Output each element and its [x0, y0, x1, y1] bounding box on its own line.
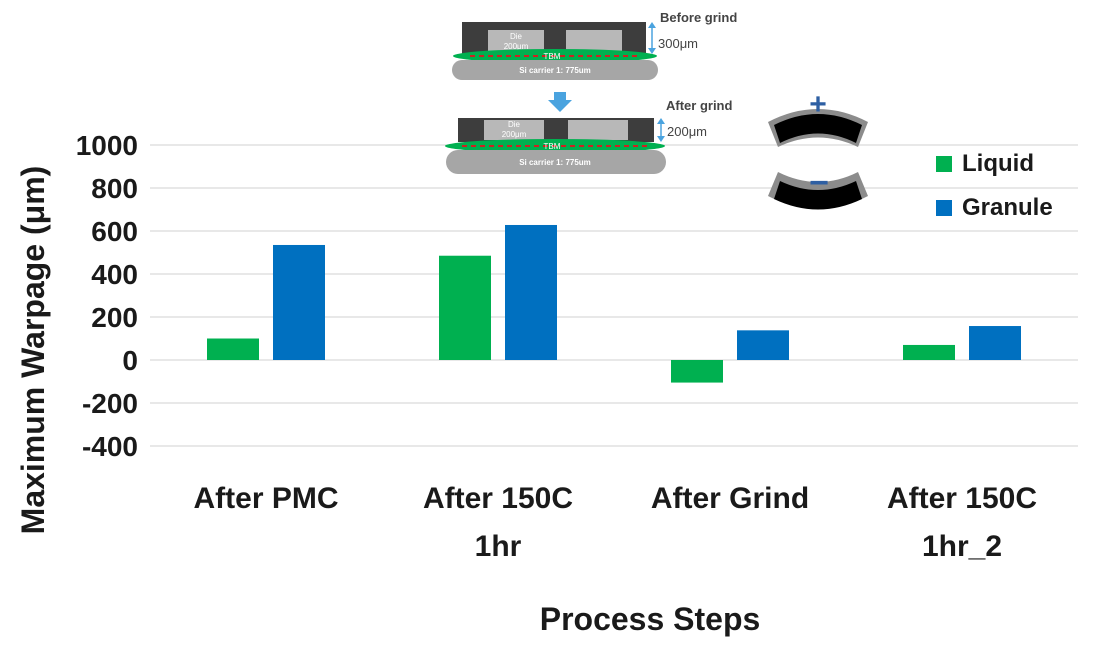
- thickness-arrow-up: [648, 22, 656, 28]
- after-thickness: 200μm: [667, 124, 707, 139]
- bar-granule-1: [273, 244, 325, 360]
- legend-swatch-liquid: [936, 156, 952, 172]
- y-tick-label: -400: [82, 431, 138, 462]
- thickness-arrow-down: [657, 136, 665, 142]
- bar-liquid-3: [671, 360, 723, 383]
- die-block: [488, 30, 544, 52]
- tbm-label: TBM: [544, 142, 561, 151]
- x-axis-title: Process Steps: [540, 601, 761, 637]
- y-tick-label: 600: [91, 216, 138, 247]
- thickness-arrow-down: [648, 48, 656, 54]
- die-block: [566, 30, 622, 52]
- carrier-label: Si carrier 1: 775um: [519, 66, 591, 75]
- grind-schematic: Die 200μm TBM Si carrier 1: 775um Before…: [445, 10, 737, 174]
- warpage-direction-icons: + −: [768, 88, 868, 210]
- bar-granule-4: [969, 326, 1021, 360]
- y-tick-labels: 1000 800 600 400 200 0 -200 -400: [76, 130, 138, 462]
- x-tick-label: After 150C: [887, 482, 1037, 515]
- y-tick-label: 1000: [76, 130, 138, 161]
- x-tick-label: After Grind: [651, 482, 809, 515]
- before-thickness: 300μm: [658, 36, 698, 51]
- x-tick-label: After 150C: [423, 482, 573, 515]
- thickness-arrow-up: [657, 118, 665, 124]
- y-tick-label: 200: [91, 302, 138, 333]
- before-grind-stack: Die 200μm TBM Si carrier 1: 775um Before…: [452, 10, 737, 80]
- die-label: Die: [510, 32, 523, 41]
- after-grind-stack: Die 200μm TBM Si carrier 1: 775um After …: [445, 98, 733, 174]
- die-thickness: 200μm: [504, 42, 529, 51]
- legend-label-liquid: Liquid: [962, 150, 1034, 177]
- bar-liquid-1: [207, 338, 259, 360]
- y-axis-title: Maximum Warpage (μm): [15, 166, 51, 535]
- bar-liquid-4: [903, 344, 955, 360]
- positive-warp-icon: +: [768, 88, 868, 147]
- legend-label-granule: Granule: [962, 194, 1053, 221]
- x-tick-label: 1hr: [475, 530, 522, 563]
- y-tick-label: -200: [82, 388, 138, 419]
- y-tick-label: 800: [91, 173, 138, 204]
- process-arrow-icon: [548, 92, 572, 112]
- minus-sign: −: [809, 164, 829, 202]
- x-tick-label: After PMC: [193, 482, 338, 515]
- si-carrier: [446, 150, 666, 174]
- die-block: [484, 120, 544, 140]
- die-thickness: 200μm: [502, 130, 527, 139]
- tbm-label: TBM: [544, 52, 561, 61]
- before-grind-label: Before grind: [660, 10, 737, 25]
- bar-granule-2: [505, 224, 557, 360]
- x-tick-label: 1hr_2: [922, 530, 1002, 563]
- die-label: Die: [508, 120, 521, 129]
- y-tick-label: 0: [122, 345, 138, 376]
- x-tick-labels: After PMC After 150C 1hr After Grind After 1…: [193, 482, 1037, 563]
- negative-warp-icon: −: [768, 164, 868, 210]
- bar-liquid-2: [439, 255, 491, 360]
- die-block: [568, 120, 628, 140]
- plus-sign: +: [809, 88, 827, 121]
- after-grind-label: After grind: [666, 98, 733, 113]
- si-carrier: [452, 60, 658, 80]
- legend-swatch-granule: [936, 200, 952, 216]
- y-tick-label: 400: [91, 259, 138, 290]
- bars: [207, 224, 1021, 383]
- bar-granule-3: [737, 330, 789, 360]
- carrier-label: Si carrier 1: 775um: [519, 158, 591, 167]
